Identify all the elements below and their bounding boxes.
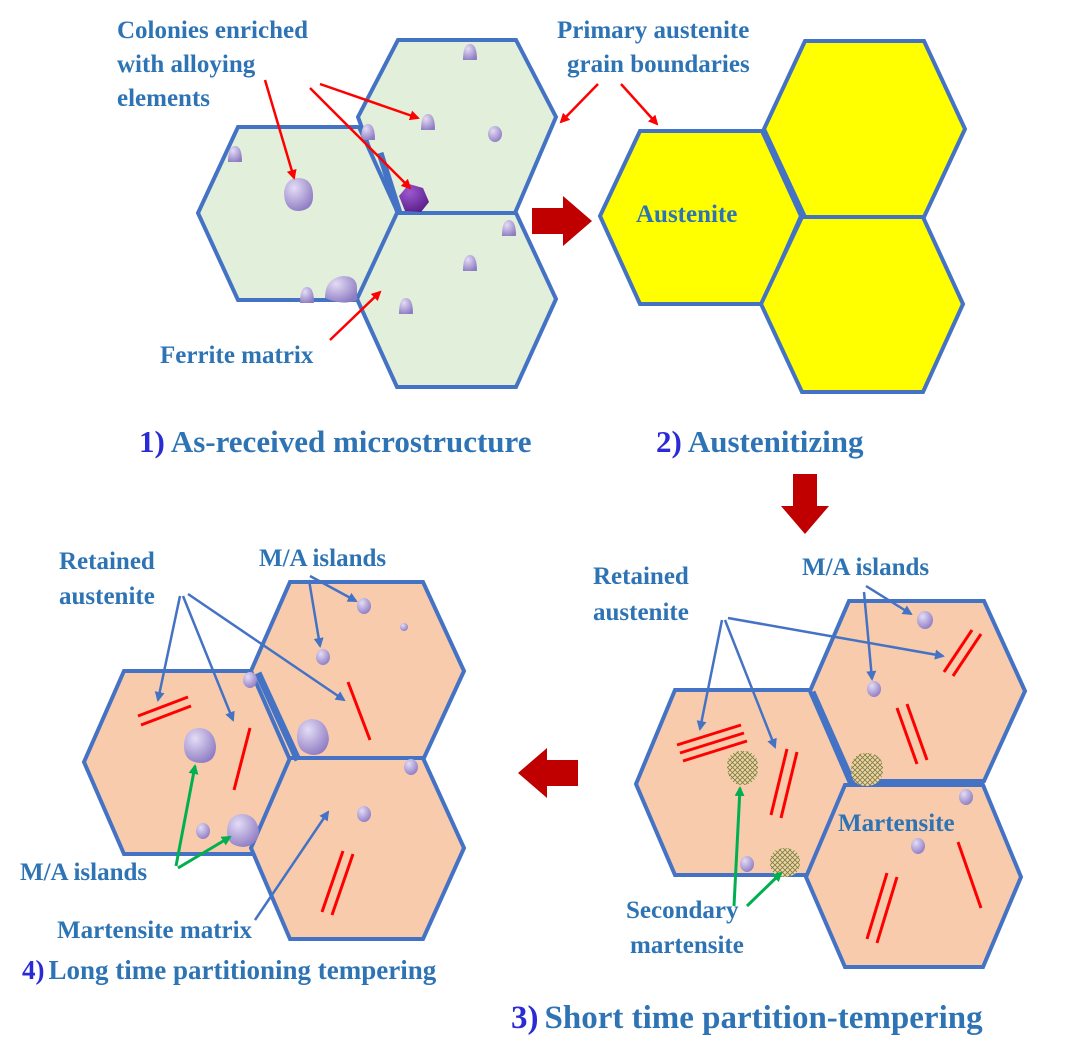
pointers-ma-islands-top <box>307 574 358 648</box>
caption-panel2-text: Austenitizing <box>688 424 864 459</box>
ma-island-particle <box>243 672 257 688</box>
label-pagb-line1: Primary austenite <box>557 17 749 44</box>
caption-panel3-number: 3) <box>511 1000 539 1036</box>
label-p3-secondary-line2: martensite <box>630 932 744 959</box>
label-p3-secondary-line1: Secondary <box>626 897 739 924</box>
pointers-retained-austenite <box>696 616 945 749</box>
alloy-particle <box>488 126 502 142</box>
pointer-colonies-1 <box>263 79 297 180</box>
label-p4-ma-islands-bottom: M/A islands <box>20 859 147 886</box>
label-pagb-line2: grain boundaries <box>567 51 750 78</box>
caption-panel1-number: 1) <box>139 424 165 459</box>
panel-austenitizing: Austenite 2)Austenitizing <box>597 39 968 459</box>
caption-panel4-number: 4) <box>22 955 45 985</box>
ma-island-particle <box>316 649 330 665</box>
ma-island-particle <box>740 856 754 872</box>
ma-island-large <box>297 719 329 755</box>
ma-island-particle <box>400 623 408 631</box>
ma-island-particle <box>959 789 973 805</box>
pointer-ferrite <box>329 290 382 341</box>
label-p3-retained-line2: austenite <box>593 599 689 626</box>
caption-panel2: 2)Austenitizing <box>656 424 864 459</box>
caption-panel1-text: As-received microstructure <box>171 424 532 459</box>
label-p3-retained-line1: Retained <box>593 563 689 590</box>
panel-long-time: Retained austenite M/A islands M/A islan… <box>20 545 467 985</box>
caption-panel2-number: 2) <box>656 424 682 459</box>
austenite-grain-top <box>761 39 968 219</box>
alloy-particle <box>463 44 477 60</box>
alloy-particle <box>463 255 477 271</box>
ma-island-particle <box>917 611 933 629</box>
pointer-pagb-1 <box>559 83 599 124</box>
ma-island-large <box>227 814 259 847</box>
ma-island-particle <box>357 598 371 614</box>
pointers-secondary-martensite <box>732 786 783 908</box>
label-p4-martensite-matrix: Martensite matrix <box>57 917 253 944</box>
label-colonies-line1: Colonies enriched <box>117 17 308 44</box>
caption-panel3: 3)Short time partition-tempering <box>511 1000 983 1036</box>
retained-austenite-laths <box>676 629 983 944</box>
ma-island-particle <box>196 823 210 839</box>
label-p4-ma-islands-top: M/A islands <box>259 545 386 572</box>
alloy-particle <box>399 298 413 314</box>
pointers-ma-islands <box>862 584 913 681</box>
austenite-grain-bottom <box>758 215 966 394</box>
retained-austenite-laths <box>137 681 372 916</box>
caption-panel4-text: Long time partitioning tempering <box>49 955 437 985</box>
grain-boundary-thick <box>376 151 403 215</box>
label-austenite: Austenite <box>636 201 737 228</box>
pointer-colonies-2 <box>309 87 412 190</box>
pointers-ma-islands-bottom <box>174 764 232 870</box>
caption-panel4: 4)Long time partitioning tempering <box>22 955 437 985</box>
arrow-right-icon <box>532 196 592 246</box>
secondary-martensite-particle <box>851 753 883 786</box>
caption-panel1: 1)As-received microstructure <box>139 424 532 459</box>
label-p4-retained-line2: austenite <box>59 583 155 610</box>
arrow-left-icon <box>518 748 578 798</box>
arrow-down-icon <box>781 474 829 534</box>
alloy-colony-large <box>284 178 314 211</box>
label-p3-martensite: Martensite <box>838 810 955 837</box>
pointer-martensite-matrix <box>253 810 330 921</box>
panel-short-time: Retained austenite M/A islands Martensit… <box>511 554 1028 1036</box>
caption-panel3-text: Short time partition-tempering <box>545 1000 984 1036</box>
ma-island-particle <box>911 838 925 854</box>
pointer-pagb-2 <box>620 83 659 126</box>
label-p4-retained-line1: Retained <box>59 548 155 575</box>
label-p3-ma-islands: M/A islands <box>802 554 929 581</box>
ma-island-large <box>184 728 216 763</box>
martensite-grain-bottom <box>248 756 467 941</box>
grain-boundary-thick <box>254 671 302 762</box>
ma-island-particle <box>357 806 371 822</box>
pointers-retained-austenite <box>154 592 346 722</box>
alloy-particle <box>300 287 314 303</box>
alloy-particle <box>421 114 435 130</box>
pointer-colonies-3 <box>319 82 420 121</box>
label-colonies-line3: elements <box>117 85 210 112</box>
ma-island-particle <box>867 681 881 697</box>
alloy-colony-dark <box>399 184 429 212</box>
secondary-martensite-particle <box>727 750 759 786</box>
grain-boundary-thick <box>808 690 856 784</box>
ma-island-particle <box>404 759 418 775</box>
secondary-martensite-particle <box>770 848 800 877</box>
alloy-particle <box>228 146 242 162</box>
label-colonies-line2: with alloying <box>117 51 256 78</box>
panel-as-received: Colonies enriched with alloying elements… <box>117 17 750 459</box>
label-ferrite-matrix: Ferrite matrix <box>160 342 314 369</box>
alloy-particle <box>361 124 375 140</box>
martensite-grain-bottom <box>803 783 1024 969</box>
ferrite-grain-bottom <box>354 211 559 389</box>
alloy-colony-large <box>325 276 357 303</box>
alloy-particle <box>502 220 516 236</box>
